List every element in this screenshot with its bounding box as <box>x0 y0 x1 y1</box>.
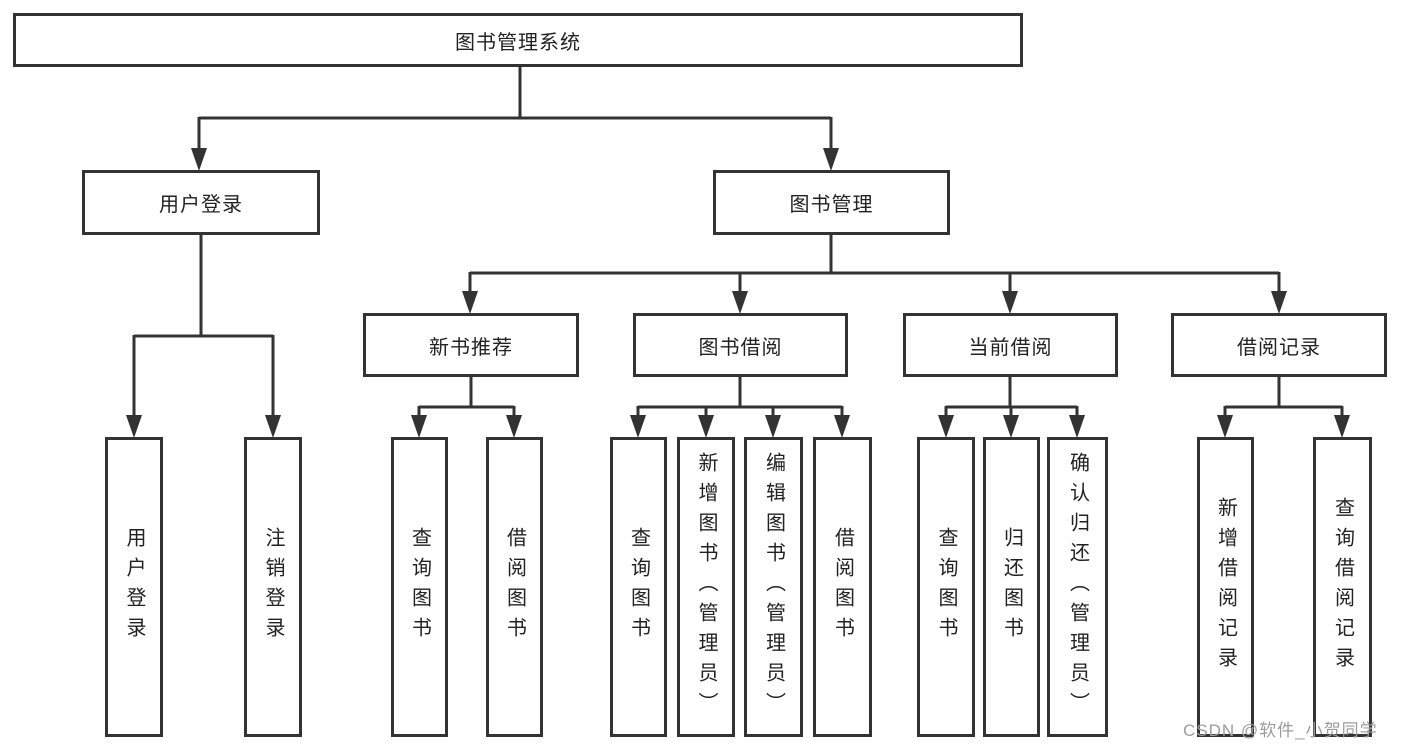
connector-current-borrow-to-leaves <box>938 377 1085 438</box>
leaf-borrow-book: 借阅图书 <box>813 437 872 737</box>
node-label: 当前借阅 <box>968 336 1053 359</box>
connector-book-management-to-level2 <box>462 235 1287 314</box>
connector-book-borrow-to-leaves <box>630 377 850 438</box>
leaf-user-login: 用户登录 <box>105 437 163 737</box>
node-label: 新书推荐 <box>429 336 513 359</box>
node-book-management: 图书管理 <box>713 170 950 235</box>
leaf-add-book-admin: 新增图书（管理员） <box>677 437 735 737</box>
leaf-label: 查询图书 <box>627 527 650 647</box>
node-label: 图书管理系统 <box>455 31 581 54</box>
node-label: 借阅记录 <box>1237 336 1321 359</box>
node-label: 图书借阅 <box>698 336 783 359</box>
leaf-label: 新增图书（管理员） <box>695 452 717 722</box>
leaf-query-borrow-record: 查询借阅记录 <box>1313 437 1372 737</box>
leaf-label: 查询借阅记录 <box>1331 497 1354 677</box>
node-borrowing-records: 借阅记录 <box>1171 313 1387 377</box>
leaf-label: 注销登录 <box>262 527 284 647</box>
leaf-confirm-return-admin: 确认归还（管理员） <box>1047 437 1108 737</box>
node-current-borrowing: 当前借阅 <box>903 313 1118 377</box>
leaf-label: 查询图书 <box>935 527 957 647</box>
leaf-label: 新增借阅记录 <box>1214 497 1237 677</box>
leaf-label: 确认归还（管理员） <box>1066 452 1089 722</box>
node-library-management-system: 图书管理系统 <box>13 13 1023 67</box>
node-book-borrowing: 图书借阅 <box>633 313 848 377</box>
connector-user-login-to-leaves <box>126 235 281 438</box>
leaf-label: 借阅图书 <box>503 527 526 647</box>
leaf-label: 编辑图书（管理员） <box>762 452 785 722</box>
leaf-label: 借阅图书 <box>831 527 854 647</box>
leaf-return-book: 归还图书 <box>983 437 1040 737</box>
leaf-query-book-borrow: 查询图书 <box>610 437 667 737</box>
csdn-watermark: CSDN @软件_小贺同学 <box>1183 721 1378 740</box>
leaf-query-book-current: 查询图书 <box>917 437 975 737</box>
node-new-book-recommendation: 新书推荐 <box>363 313 579 377</box>
leaf-add-borrow-record: 新增借阅记录 <box>1197 437 1254 737</box>
node-label: 图书管理 <box>789 194 874 216</box>
node-user-login: 用户登录 <box>82 170 320 235</box>
leaf-edit-book-admin: 编辑图书（管理员） <box>744 437 803 737</box>
leaf-label: 归还图书 <box>1000 527 1023 647</box>
leaf-label: 查询图书 <box>408 527 431 647</box>
leaf-borrow-book-recommend: 借阅图书 <box>486 437 543 737</box>
node-label: 用户登录 <box>159 194 243 216</box>
connector-root-to-level1 <box>191 67 839 171</box>
leaf-query-book-recommend: 查询图书 <box>391 437 448 737</box>
connector-borrow-records-to-leaves <box>1217 377 1350 438</box>
leaf-label: 用户登录 <box>123 527 145 647</box>
leaf-logout: 注销登录 <box>244 437 302 737</box>
connector-new-book-to-leaves <box>411 377 522 438</box>
